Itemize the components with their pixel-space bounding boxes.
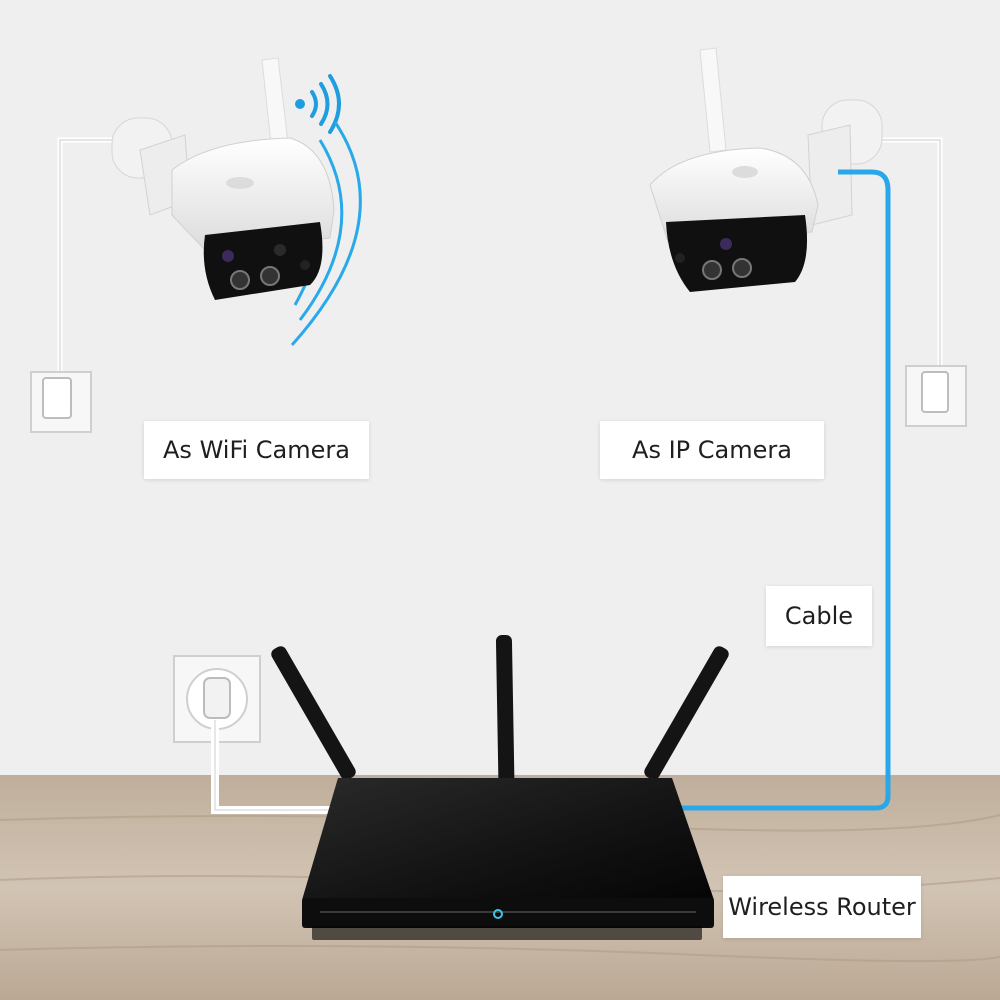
ethernet-cable <box>676 169 891 811</box>
right-power-socket-icon <box>905 365 967 427</box>
router-led <box>493 909 503 919</box>
wifi-signal-icon <box>295 74 341 134</box>
cable-label: Cable <box>766 586 872 646</box>
ip-camera <box>649 47 883 292</box>
wifi-camera <box>111 57 335 300</box>
left-power-socket-icon <box>30 371 92 433</box>
ip-camera-label: As IP Camera <box>600 421 824 479</box>
wifi-camera-label: As WiFi Camera <box>144 421 369 479</box>
router-icon <box>271 634 729 940</box>
wireless-router-label: Wireless Router <box>723 876 921 938</box>
